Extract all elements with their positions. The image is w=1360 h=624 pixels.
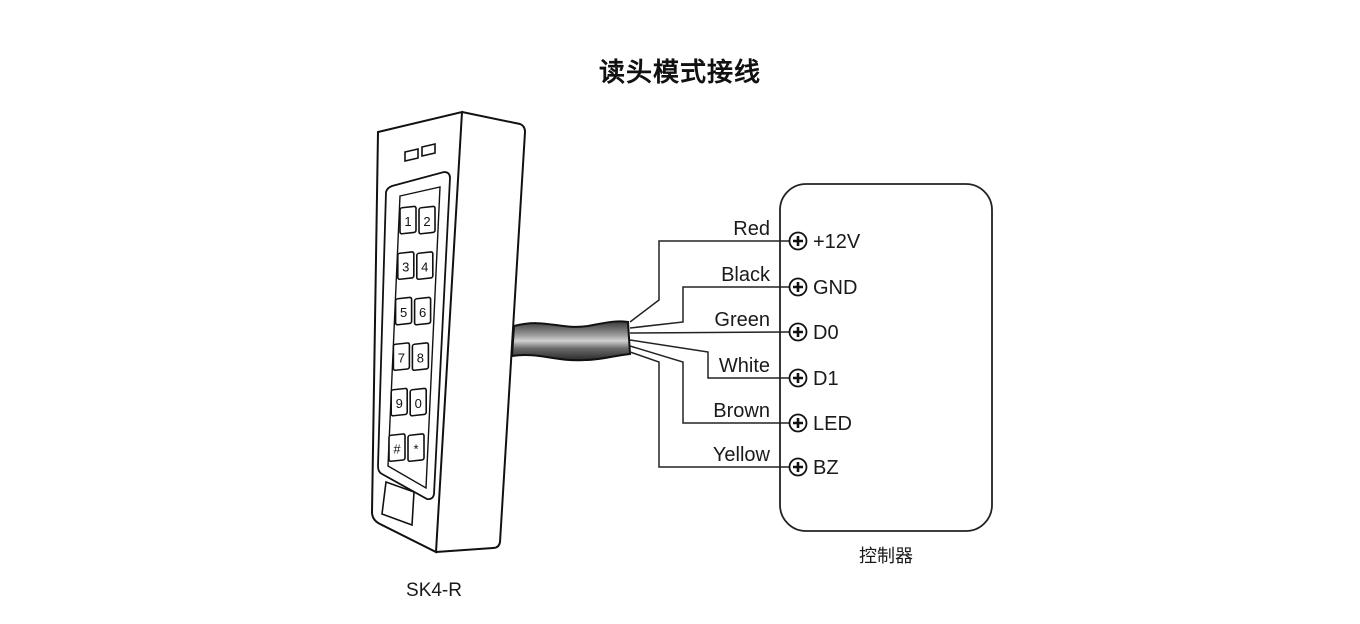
- card-window: [381, 480, 415, 527]
- key-label: 2: [423, 214, 430, 229]
- keypad-bezel: [377, 171, 451, 501]
- key-label: 9: [396, 396, 403, 411]
- key-label: 3: [402, 260, 409, 275]
- key-label: 6: [419, 305, 426, 320]
- keypad-key: 2: [418, 205, 436, 235]
- controller-label: 控制器: [859, 546, 913, 567]
- key-label: 7: [398, 351, 405, 366]
- key-label: #: [393, 442, 401, 457]
- wire-color-label: White: [719, 355, 770, 377]
- card-reader-device: [370, 110, 527, 554]
- terminal: GND: [788, 277, 857, 299]
- cable: [510, 320, 632, 362]
- terminal: D1: [788, 368, 839, 390]
- terminal-label: LED: [813, 413, 852, 435]
- keypad-key: 5: [394, 296, 413, 326]
- wire-black: [629, 286, 789, 329]
- wire-color-label: Black: [721, 264, 771, 286]
- wire-white: [629, 339, 789, 379]
- wire-brown: [629, 345, 789, 424]
- keypad-key: 3: [396, 251, 415, 281]
- keypad-key: 7: [392, 342, 411, 372]
- wire-red: [629, 240, 789, 323]
- led-window-1: [404, 147, 419, 163]
- wire-color-label: Green: [714, 309, 770, 331]
- key-label: 4: [421, 260, 428, 275]
- controller-box: [779, 183, 993, 532]
- led-window-2: [421, 142, 436, 158]
- diagram-title: 读头模式接线: [598, 58, 761, 88]
- keypad-key: *: [407, 433, 425, 463]
- wire-green: [629, 331, 790, 334]
- keypad-key: 9: [390, 387, 409, 417]
- key-label: *: [413, 442, 418, 457]
- keypad-key: 0: [409, 387, 428, 417]
- keypad-inner: [387, 186, 441, 490]
- keypad-key: 4: [415, 251, 434, 281]
- reader-model-label: SK4-R: [406, 580, 462, 601]
- wire-yellow: [629, 351, 789, 468]
- key-label: 8: [417, 351, 424, 366]
- wire-color-label: Yellow: [713, 444, 771, 466]
- keypad-key: 8: [411, 342, 430, 372]
- terminal-label: GND: [813, 277, 857, 299]
- keypad-key: 1: [399, 205, 417, 235]
- wire-color-label: Brown: [713, 400, 770, 422]
- key-label: 5: [400, 305, 407, 320]
- terminal: LED: [788, 413, 852, 435]
- keypad-key: 6: [413, 296, 432, 326]
- terminal: BZ: [788, 457, 839, 479]
- terminal-label: +12V: [813, 231, 861, 253]
- key-label: 0: [415, 396, 422, 411]
- terminal-label: D1: [813, 368, 839, 390]
- terminal: +12V: [788, 231, 861, 253]
- terminal-label: BZ: [813, 457, 839, 479]
- key-label: 1: [404, 214, 411, 229]
- wire-color-label: Red: [733, 218, 770, 240]
- terminal-label: D0: [813, 322, 839, 344]
- terminal: D0: [788, 322, 839, 344]
- keypad-key: #: [388, 433, 406, 463]
